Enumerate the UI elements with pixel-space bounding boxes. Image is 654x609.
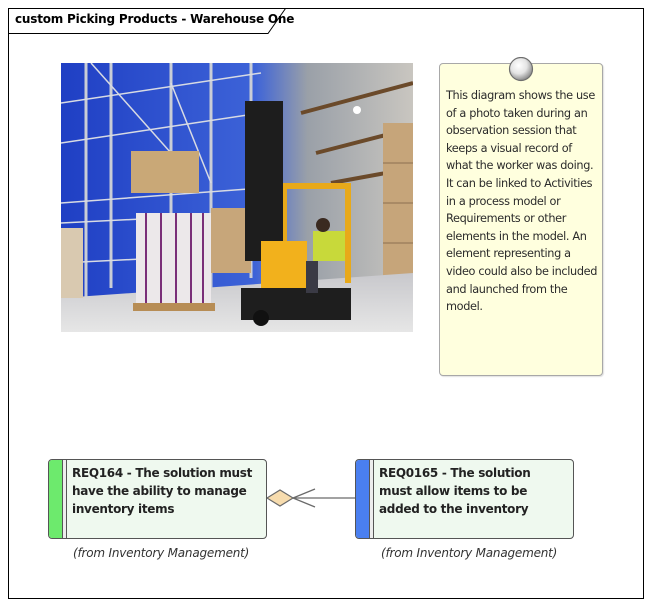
note-line: element representing a [446, 247, 571, 261]
aggregation-diamond-icon [265, 489, 295, 507]
note-line: in a process model or [446, 194, 561, 208]
note-line: video could also be included [446, 264, 598, 278]
divider [66, 460, 67, 538]
note-line: model. [446, 300, 483, 314]
diagram-title-tab [8, 8, 286, 34]
note-line: what the worker was doing. [446, 159, 594, 173]
note-box[interactable] [439, 63, 603, 376]
requirement-line: REQ0165 - The solution [379, 466, 531, 480]
divider-gap [370, 460, 373, 538]
requirement-line: must allow items to be [379, 484, 528, 498]
diagram-title: custom Picking Products - Warehouse One [15, 12, 295, 26]
divider [373, 460, 374, 538]
divider-gap [63, 460, 66, 538]
note-line: observation session that [446, 124, 577, 138]
warehouse-photo[interactable] [61, 63, 413, 332]
requirement-package-label: (from Inventory Management) [73, 546, 250, 560]
requirement-line: have the ability to manage [72, 484, 247, 498]
diagram-frame [8, 8, 644, 599]
requirement-line: inventory items [72, 502, 175, 516]
divider [62, 460, 63, 538]
note-line: It can be linked to Activities [446, 176, 593, 190]
requirement-status-bar [49, 460, 62, 538]
note-text: This diagram shows the use of a photo ta… [446, 87, 602, 316]
requirement-line: REQ164 - The solution must [72, 466, 253, 480]
requirement-req164[interactable]: REQ164 - The solution must have the abil… [48, 459, 267, 539]
note-line: keeps a visual record of [446, 141, 572, 155]
note-line: This diagram shows the use [446, 89, 595, 102]
requirement-name: REQ164 - The solution must have the abil… [72, 464, 252, 518]
requirement-name: REQ0165 - The solution must allow items … [379, 464, 531, 518]
note-line: and launched from the [446, 282, 568, 296]
note-line: Requirements or other [446, 212, 567, 226]
requirement-package-label: (from Inventory Management) [381, 546, 558, 560]
note-pin-icon [508, 57, 534, 82]
note-line: of a photo taken during an [446, 106, 588, 120]
note-line: elements in the model. An [446, 229, 587, 243]
requirement-req0165[interactable]: REQ0165 - The solution must allow items … [355, 459, 574, 539]
divider [369, 460, 370, 538]
requirement-line: added to the inventory [379, 502, 529, 516]
requirement-status-bar [356, 460, 369, 538]
warehouse-photo-image [61, 63, 413, 332]
